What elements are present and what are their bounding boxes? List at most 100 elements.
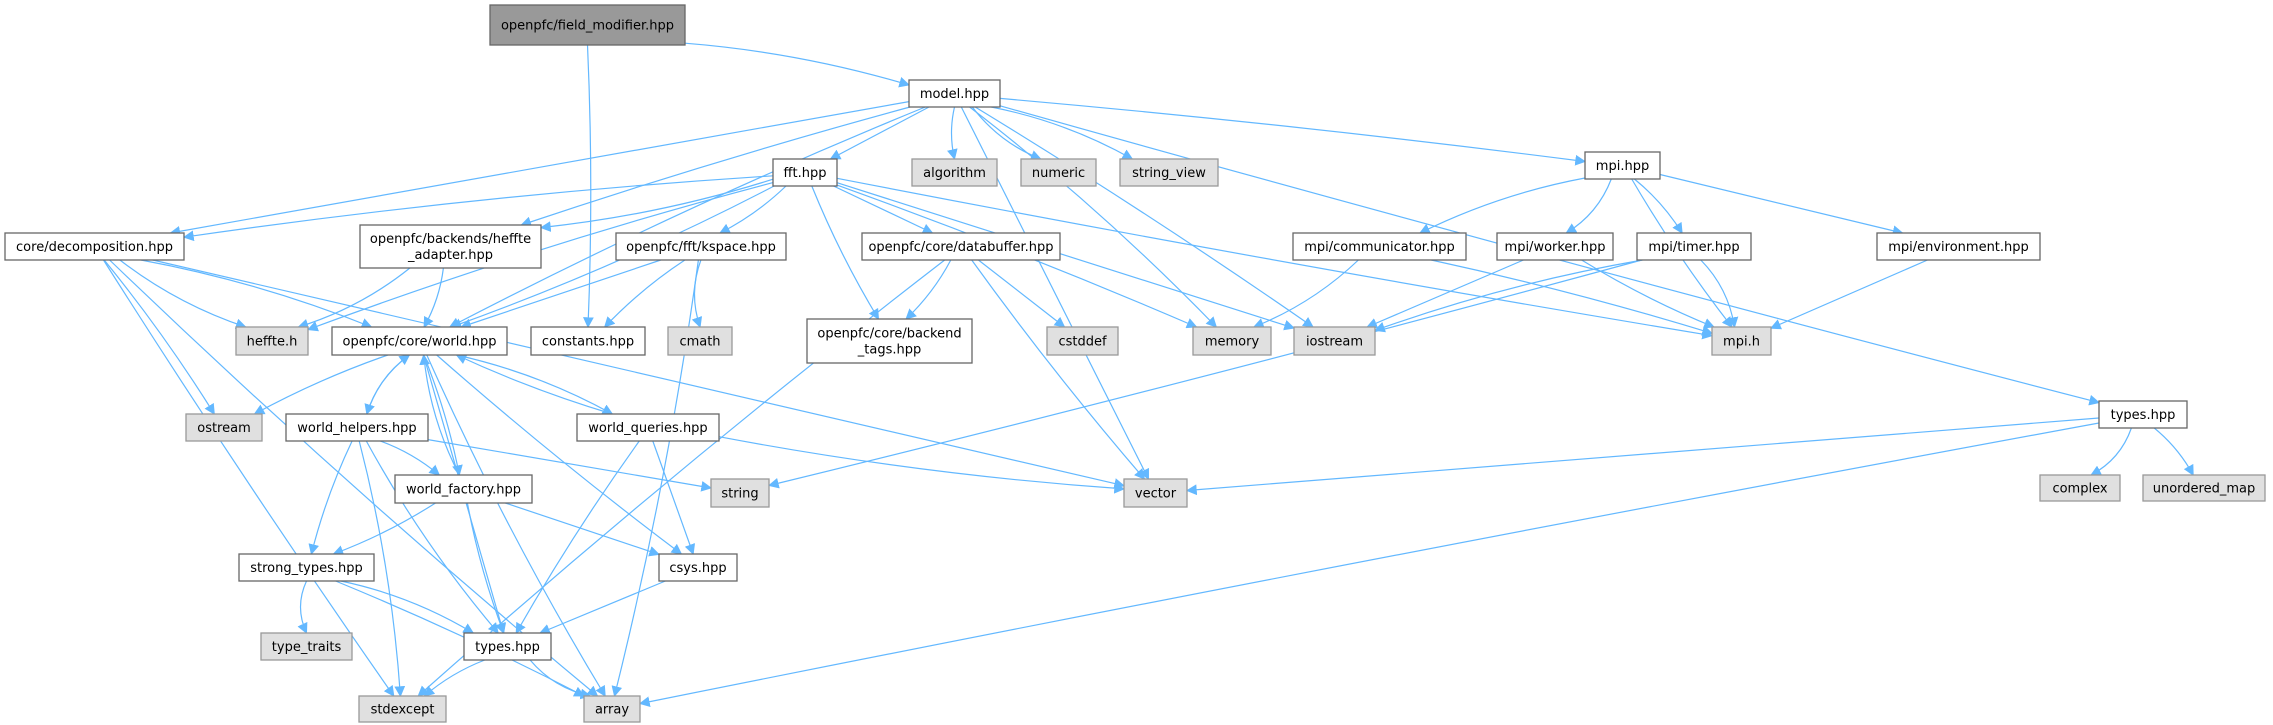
edge-fft-to-world: [450, 185, 775, 329]
node-box: [1293, 326, 1376, 356]
edge-world_factory-to-csys: [505, 502, 661, 557]
edge-types_top-to-unordered_map: [2153, 427, 2194, 476]
edge-fft-to-mpi_h: [836, 177, 1714, 340]
edge-databuffer-to-vector: [971, 259, 1146, 480]
edge-kspace-to-array: [611, 259, 699, 698]
node-label: model.hpp: [920, 87, 989, 102]
node-kspace[interactable]: openpfc/fft/kspace.hpp: [615, 232, 787, 261]
node-box: [2039, 474, 2121, 502]
edge-model-to-string_view: [991, 106, 1134, 160]
node-memory: memory: [1192, 326, 1272, 356]
node-label: vector: [1135, 487, 1177, 502]
edge-mpi_hpp-to-worker: [1565, 178, 1612, 234]
node-unordered-map: unordered_map: [2142, 474, 2266, 502]
edge-worker-to-iostream: [1366, 259, 1524, 329]
edge-world_helpers-to-strong_types: [308, 440, 353, 556]
node-box: [2098, 400, 2188, 429]
node-databuffer[interactable]: openpfc/core/databuffer.hpp: [861, 232, 1061, 261]
node-world-factory[interactable]: world_factory.hpp: [394, 474, 533, 504]
edge-decomposition-to-vector: [152, 259, 1126, 489]
edge-world_queries-to-types: [515, 440, 640, 634]
node-label: memory: [1205, 335, 1260, 350]
edge-timer-to-mpi_h: [1700, 259, 1739, 329]
node-backend-tags[interactable]: openpfc/core/backend_tags.hpp: [806, 318, 973, 364]
node-label: mpi.hpp: [1596, 159, 1649, 174]
node-model[interactable]: model.hpp: [908, 79, 1001, 108]
edge-heffte_adapter-to-heffte_h: [297, 267, 411, 330]
edge-field_modifier-to-model: [684, 42, 911, 88]
node-constants[interactable]: constants.hpp: [530, 326, 646, 356]
node-box: [1711, 326, 1772, 356]
node-worker[interactable]: mpi/worker.hpp: [1496, 232, 1614, 261]
edge-csys-to-types: [539, 580, 666, 635]
node-world[interactable]: openpfc/core/world.hpp: [331, 326, 508, 356]
edge-decomposition-to-stdexcept: [102, 259, 395, 697]
node-label: algorithm: [923, 166, 986, 181]
edge-timer-to-string: [767, 259, 1642, 489]
node-label: mpi/worker.hpp: [1505, 240, 1606, 255]
node-types-top[interactable]: types.hpp: [2098, 400, 2188, 429]
node-label: array: [595, 703, 629, 718]
node-label: cmath: [679, 335, 720, 350]
node-mpi-h: mpi.h: [1711, 326, 1772, 356]
edges-layer: [102, 42, 2194, 707]
node-label: core/decomposition.hpp: [16, 240, 173, 255]
node-label: fft.hpp: [784, 166, 827, 181]
node-timer[interactable]: mpi/timer.hpp: [1636, 232, 1752, 261]
edge-kspace-to-cmath: [691, 259, 703, 329]
node-csys[interactable]: csys.hpp: [658, 553, 738, 582]
node-mpi-hpp[interactable]: mpi.hpp: [1584, 151, 1661, 180]
node-box: [358, 695, 447, 723]
edge-world_factory-to-strong_types: [332, 502, 436, 556]
node-box: [185, 413, 263, 442]
node-box: [394, 474, 533, 504]
node-box: [1192, 326, 1272, 356]
edge-world_helpers-to-string: [427, 439, 713, 492]
edge-fft-to-iostream: [836, 182, 1296, 331]
node-box: [489, 4, 686, 46]
edge-fft-to-kspace: [719, 185, 787, 234]
edge-databuffer-to-backend_tags: [905, 259, 952, 320]
node-label: type_traits: [272, 640, 342, 655]
node-field-modifier[interactable]: openpfc/field_modifier.hpp: [489, 4, 686, 46]
node-types[interactable]: types.hpp: [463, 632, 552, 661]
node-world-queries[interactable]: world_queries.hpp: [576, 413, 720, 442]
node-box: [576, 413, 720, 442]
edge-model-to-decomposition: [169, 101, 910, 237]
node-decomposition[interactable]: core/decomposition.hpp: [4, 232, 185, 261]
edge-world_helpers-to-stdexcept: [358, 440, 406, 698]
node-stdexcept: stdexcept: [358, 695, 447, 723]
node-heffte-adapter[interactable]: openpfc/backends/heffte_adapter.hpp: [359, 224, 542, 269]
edge-world_queries-to-world: [455, 354, 613, 415]
node-cmath: cmath: [667, 326, 733, 356]
node-box: [772, 158, 838, 187]
node-label: numeric: [1032, 166, 1085, 181]
edge-communicator-to-mpi_h: [1431, 259, 1714, 336]
node-strong-types[interactable]: strong_types.hpp: [238, 553, 375, 582]
edge-world_factory-to-types: [466, 502, 506, 635]
node-box: [861, 232, 1061, 261]
node-box: [1020, 158, 1097, 187]
node-label: iostream: [1306, 335, 1363, 350]
edge-model-to-algorithm: [947, 106, 958, 161]
node-box: [1876, 232, 2041, 261]
node-vector: vector: [1123, 478, 1188, 508]
node-environment[interactable]: mpi/environment.hpp: [1876, 232, 2041, 261]
node-label: mpi.h: [1723, 335, 1760, 350]
node-label: types.hpp: [475, 640, 540, 655]
node-label: openpfc/field_modifier.hpp: [501, 19, 674, 34]
edge-environment-to-mpi_h: [1770, 259, 1928, 330]
edge-world_helpers-to-world: [366, 354, 411, 415]
node-label: openpfc/fft/kspace.hpp: [626, 240, 776, 255]
node-label: openpfc/backends/heffte: [370, 232, 531, 247]
node-communicator[interactable]: mpi/communicator.hpp: [1292, 232, 1467, 261]
node-label: mpi/timer.hpp: [1648, 240, 1739, 255]
edge-world-to-array: [426, 354, 606, 697]
node-fft[interactable]: fft.hpp: [772, 158, 838, 187]
node-box: [911, 158, 998, 187]
node-array: array: [583, 695, 641, 723]
node-box: [235, 326, 309, 356]
node-box: [260, 632, 353, 661]
node-world-helpers[interactable]: world_helpers.hpp: [285, 413, 429, 442]
node-label: world_queries.hpp: [588, 421, 707, 436]
